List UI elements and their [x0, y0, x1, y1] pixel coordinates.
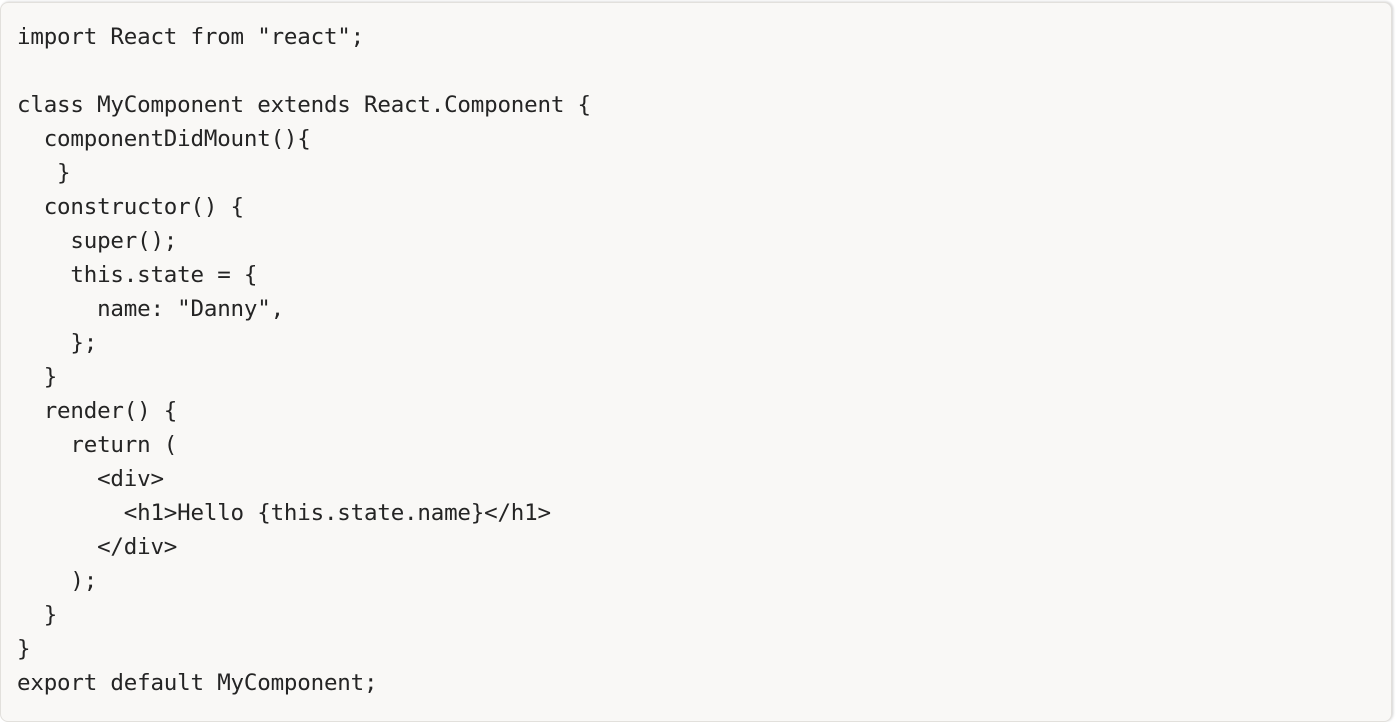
code-line: name: "Danny",	[17, 296, 284, 322]
code-line: this.state = {	[17, 262, 258, 288]
code-line: componentDidMount(){	[17, 126, 311, 152]
code-line: export default MyComponent;	[17, 670, 378, 696]
code-line: };	[17, 330, 98, 356]
code-line: <div>	[17, 466, 164, 492]
code-line: }	[17, 602, 58, 628]
code-line: <h1>Hello {this.state.name}</h1>	[17, 500, 551, 526]
code-line: render() {	[17, 398, 178, 424]
code-line: </div>	[17, 534, 178, 560]
code-content: import React from "react"; class MyCompon…	[1, 3, 1391, 700]
code-line: }	[17, 160, 71, 186]
code-line: }	[17, 364, 58, 390]
code-line: }	[17, 636, 31, 662]
code-line: return (	[17, 432, 178, 458]
code-line: super();	[17, 228, 178, 254]
code-line	[17, 54, 1391, 88]
code-line: import React from "react";	[17, 24, 364, 50]
code-line: constructor() {	[17, 194, 244, 220]
code-line: );	[17, 568, 98, 594]
code-line: class MyComponent extends React.Componen…	[17, 92, 591, 118]
